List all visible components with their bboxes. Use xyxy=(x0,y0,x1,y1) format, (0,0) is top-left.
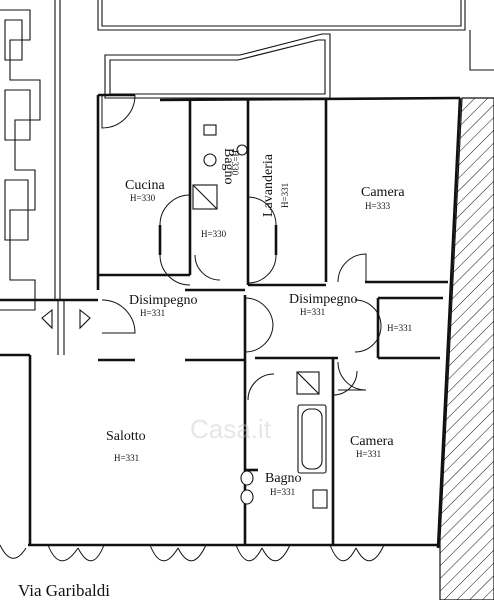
room-height-salotto: H=331 xyxy=(114,453,139,463)
room-height-disimpegno-left: H=331 xyxy=(140,308,165,318)
courtyard-block xyxy=(97,0,494,99)
room-height-camera-bottom: H=331 xyxy=(356,449,381,459)
room-name-disimpegno-left: Disimpegno xyxy=(129,293,197,308)
room-height-lavanderia: H=331 xyxy=(280,183,290,208)
room-height-bagno-bottom: H=331 xyxy=(270,487,295,497)
room-labels: Cucina H=330 Bagno H=330 Lavanderia H=33… xyxy=(106,148,412,497)
room-height-cucina: H=330 xyxy=(130,193,156,203)
neighbouring-building xyxy=(0,0,61,311)
street-name: Via Garibaldi xyxy=(18,581,110,600)
room-name-bagno-top: Bagno xyxy=(221,148,236,185)
windows xyxy=(0,94,430,562)
room-name-lavanderia: Lavanderia xyxy=(261,153,276,217)
entrance xyxy=(41,300,91,355)
room-name-camera-bottom: Camera xyxy=(350,434,394,449)
bathroom-fixtures xyxy=(192,124,328,509)
room-name-disimpegno-right: Disimpegno xyxy=(289,292,357,307)
room-name-camera-top: Camera xyxy=(361,185,405,200)
room-name-cucina: Cucina xyxy=(125,178,165,193)
room-name-salotto: Salotto xyxy=(106,429,146,444)
room-name-bagno-bottom: Bagno xyxy=(265,471,302,486)
room-height-camera-top: H=333 xyxy=(365,201,391,211)
door-swings xyxy=(101,94,382,401)
room-height-ripostiglio: H=331 xyxy=(387,323,412,333)
room-height-disimpegno-right: H=331 xyxy=(300,307,325,317)
corridor-height: H=330 xyxy=(201,229,227,239)
party-wall-hatch xyxy=(439,97,494,600)
room-height-bagno-top: H=330 xyxy=(230,150,240,176)
watermark-text: Casa.it xyxy=(190,414,272,444)
